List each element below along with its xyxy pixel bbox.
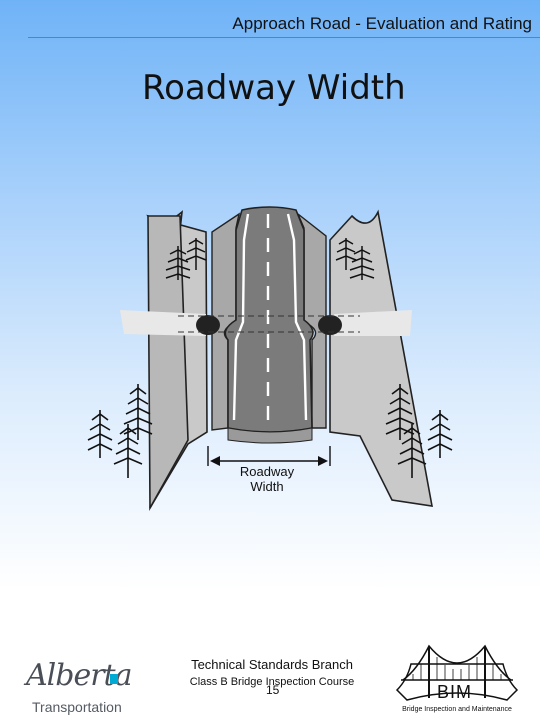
bim-acronym: BIM [437, 682, 473, 702]
tree-group-left-bottom [87, 384, 153, 478]
culvert-left [196, 315, 220, 335]
tree-group-right-top [335, 238, 375, 280]
page-number: 15 [266, 683, 280, 697]
slide-title: Roadway Width [142, 68, 406, 108]
bridge-icon [395, 644, 519, 701]
tree-group-left-top [165, 238, 207, 280]
header-rule [28, 37, 540, 38]
ditch-left [120, 310, 206, 336]
roadway-width-label-line2: Width [250, 479, 283, 494]
bim-logo: BIM Bridge Inspection and Maintenance [393, 640, 521, 720]
ditch-right [334, 310, 412, 336]
road-edge-line-left [232, 213, 250, 421]
road-edge-line-right [286, 213, 308, 421]
culvert-right [318, 315, 342, 335]
header-title: Approach Road - Evaluation and Rating [232, 14, 532, 33]
slide-header: Approach Road - Evaluation and Rating [0, 0, 540, 40]
alberta-accent-square [110, 674, 118, 684]
left-embankment-outer [147, 215, 189, 512]
footer-center: Technical Standards Branch Class B Bridg… [170, 657, 374, 697]
bim-caption: Bridge Inspection and Maintenance [402, 706, 512, 713]
footer-course: Class B Bridge Inspection Course [189, 676, 355, 688]
roadway-width-label-line1: Roadway [240, 464, 295, 479]
roadway-width-arrow [207, 446, 331, 466]
footer-branch: Technical Standards Branch [191, 657, 353, 672]
alberta-transportation-logo: Alberta Transportation [24, 652, 134, 718]
alberta-subtitle: Transportation [32, 699, 122, 715]
road-front-edge [227, 427, 313, 444]
tree-group-right-bottom [385, 384, 453, 478]
